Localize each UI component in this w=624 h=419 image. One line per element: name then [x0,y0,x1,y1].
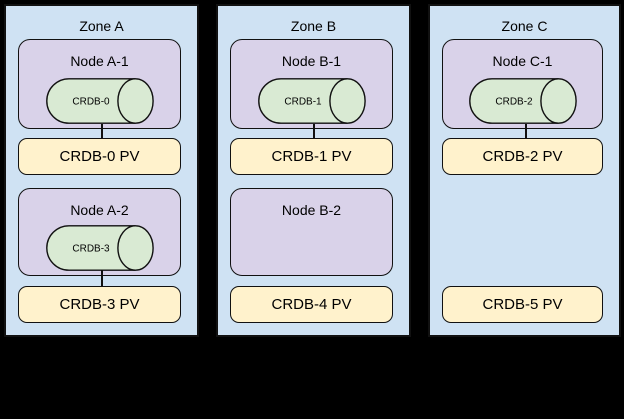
connector-node-a-1-to-pv [101,124,103,140]
pod-cylinder-crdb-0: CRDB-0 [45,78,154,124]
node-a-2: Node A-2 CRDB-3 [18,188,181,276]
zone-c-title: Zone C [501,18,548,34]
pod-label-crdb-1: CRDB-1 [284,97,322,108]
pod-label-crdb-0: CRDB-0 [72,97,110,108]
node-c-1: Node C-1 CRDB-2 [442,39,603,129]
node-b-1-label: Node B-1 [281,53,342,69]
node-b-1: Node B-1 CRDB-1 [230,39,393,129]
pod-cylinder-crdb-2: CRDB-2 [468,78,577,124]
pod-cylinder-crdb-1: CRDB-1 [257,78,366,124]
node-b-2-label: Node B-2 [281,202,342,218]
pv-crdb-1: CRDB-1 PV [230,138,393,175]
pv-crdb-5: CRDB-5 PV [442,286,603,323]
pod-label-crdb-3: CRDB-3 [72,244,110,255]
pv-crdb-3: CRDB-3 PV [18,286,181,323]
pod-cylinder-crdb-3: CRDB-3 [45,225,154,271]
pv-crdb-4: CRDB-4 PV [230,286,393,323]
node-c-1-label: Node C-1 [492,53,553,69]
node-b-2: Node B-2 [230,188,393,276]
pv-crdb-0: CRDB-0 PV [18,138,181,175]
connector-node-a-2-to-pv [101,270,103,288]
node-a-1: Node A-1 CRDB-0 [18,39,181,129]
connector-node-c-1-to-pv [525,124,527,140]
node-a-1-label: Node A-1 [70,53,129,69]
zone-c: Zone C Node C-1 CRDB-2 CRDB-2 PV CRDB-5 … [428,4,621,337]
pod-label-crdb-2: CRDB-2 [495,97,533,108]
connector-node-b-1-to-pv [313,124,315,140]
pv-crdb-2: CRDB-2 PV [442,138,603,175]
zone-a-title: Zone A [79,18,124,34]
zone-b: Zone B Node B-1 CRDB-1 CRDB-1 PV Node B-… [216,4,411,337]
zone-a: Zone A Node A-1 CRDB-0 CRDB-0 PV Node A-… [4,4,199,337]
zone-b-title: Zone B [290,18,337,34]
node-a-2-label: Node A-2 [70,202,129,218]
